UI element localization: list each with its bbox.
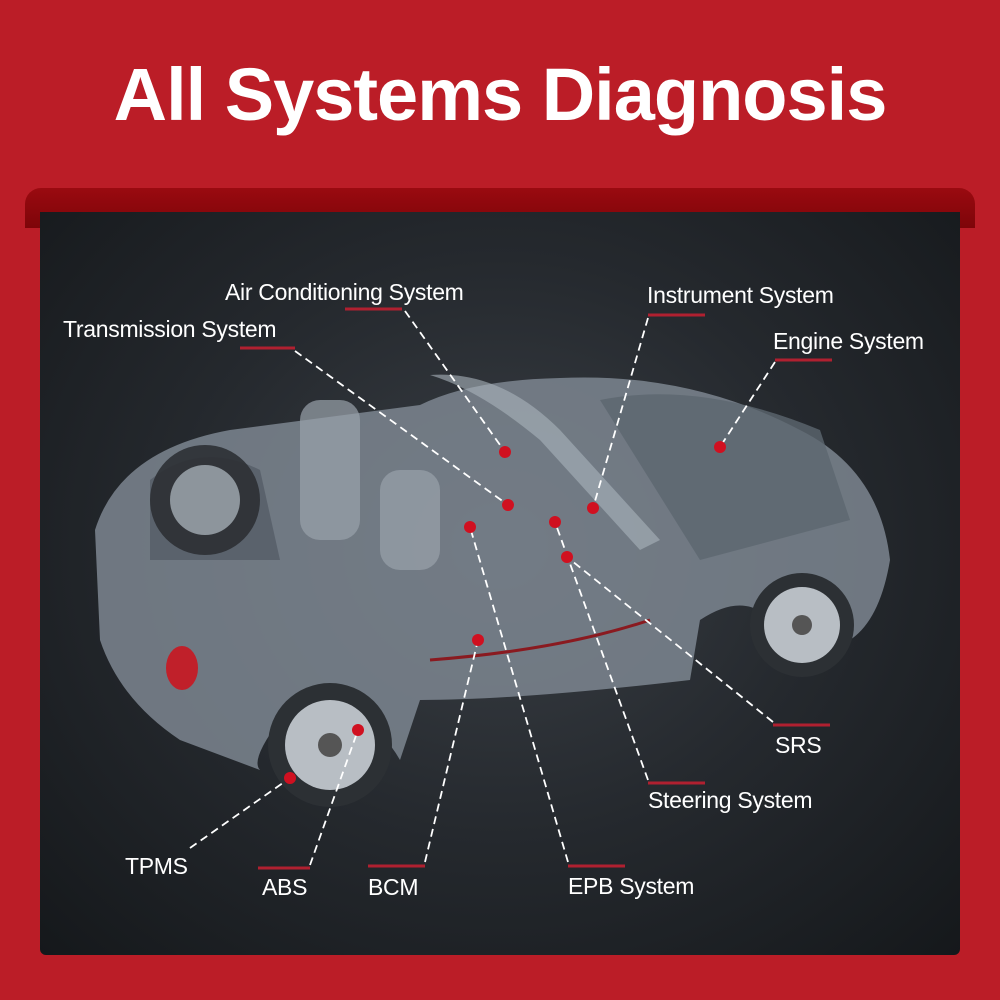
- label-tpms: TPMS: [125, 853, 188, 879]
- label-abs: ABS: [262, 874, 308, 900]
- label-engine: Engine System: [773, 328, 924, 354]
- label-transmission: Transmission System: [63, 316, 277, 342]
- label-instrument: Instrument System: [647, 282, 834, 308]
- system-markers: [284, 441, 726, 784]
- label-steering: Steering System: [648, 787, 813, 813]
- page-title: All Systems Diagnosis: [113, 53, 888, 136]
- label-srs: SRS: [775, 732, 822, 758]
- label-bcm: BCM: [368, 874, 419, 900]
- label-air-conditioning: Air Conditioning System: [225, 279, 464, 305]
- car-illustration: [95, 374, 890, 807]
- label-epb: EPB System: [568, 873, 695, 899]
- label-underlines: [240, 307, 832, 870]
- leader-lines: [189, 310, 776, 866]
